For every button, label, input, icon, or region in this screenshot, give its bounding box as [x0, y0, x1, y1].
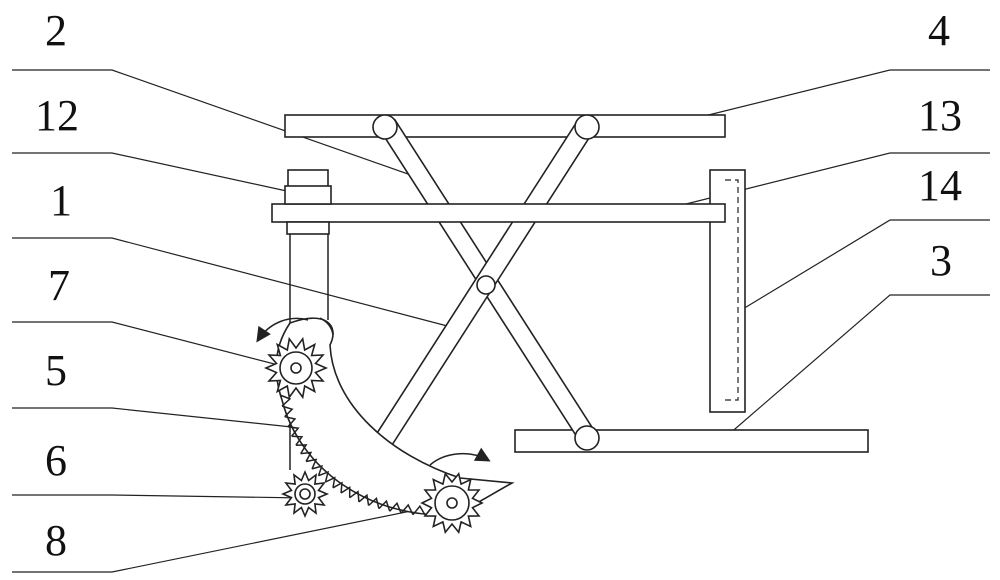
horizontal-beam — [271, 203, 726, 223]
bottom-plate — [514, 429, 869, 453]
saw-tooth — [389, 501, 402, 514]
rotation-arrows — [256, 317, 491, 466]
saw-tooth — [291, 435, 304, 446]
saw-tooth — [332, 481, 343, 494]
saw-tooth — [305, 458, 318, 470]
label-12: 12 — [35, 91, 79, 140]
saw-tooth — [340, 486, 351, 498]
sprocket-axle — [446, 497, 458, 509]
label-7: 7 — [48, 261, 70, 310]
label-13: 13 — [918, 91, 962, 140]
label-5: 5 — [45, 346, 67, 395]
nut-collar — [284, 169, 332, 235]
leader-lines-left — [12, 69, 456, 573]
saw-tooth — [412, 504, 427, 517]
label-6: 6 — [45, 436, 67, 485]
saw-tooth — [318, 470, 330, 483]
label-1: 1 — [50, 176, 72, 225]
sprocket-axle — [299, 488, 311, 500]
saw-tooth — [358, 493, 370, 506]
label-2: 2 — [45, 6, 67, 55]
saw-tooth — [349, 490, 360, 502]
label-14: 14 — [918, 161, 962, 210]
saw-tooth — [295, 444, 308, 454]
sprocket-axle — [290, 362, 302, 374]
saw-tooth — [368, 496, 380, 509]
saw-tooth — [378, 499, 391, 512]
saw-tooth — [311, 464, 323, 476]
label-4: 4 — [928, 6, 950, 55]
part-labels: 2 4 12 13 1 14 3 7 5 6 8 — [35, 6, 962, 565]
sprocket-6 — [280, 469, 330, 519]
saw-tooth — [300, 451, 313, 462]
pivot-pins — [372, 114, 600, 451]
saw-tooth — [400, 503, 414, 516]
saw-tooth — [287, 425, 300, 437]
label-3: 3 — [930, 236, 952, 285]
saw-tooth — [279, 394, 292, 407]
label-8: 8 — [45, 516, 67, 565]
top-plate — [284, 114, 726, 138]
sprocket-7 — [263, 336, 329, 400]
saw-tooth — [284, 415, 297, 428]
saw-tooth — [281, 405, 294, 418]
saw-tooth — [325, 476, 336, 488]
sprocket-8 — [420, 472, 484, 534]
